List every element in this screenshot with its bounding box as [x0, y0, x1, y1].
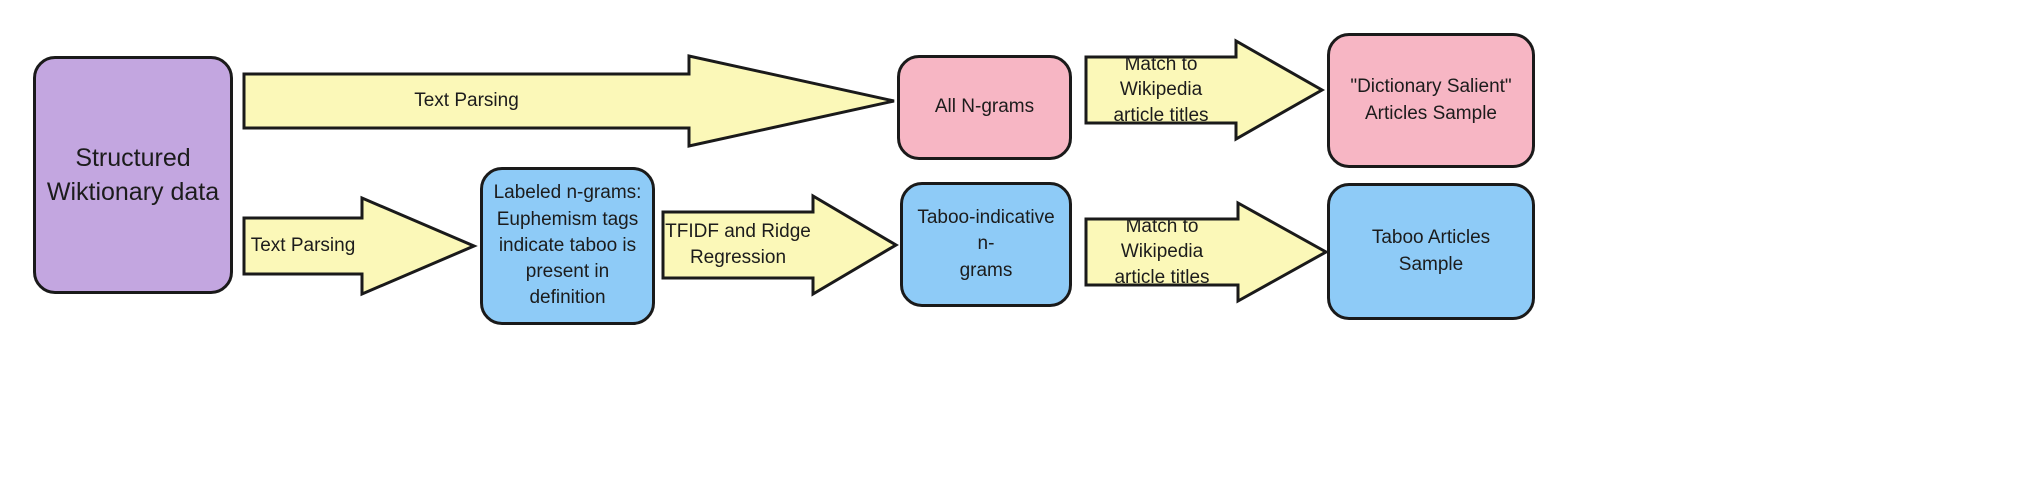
node-taboo-articles-sample: Taboo Articles Sample: [1327, 183, 1535, 320]
arrow-shape: [242, 195, 478, 297]
arrow-text-parsing-bottom: Text Parsing: [242, 195, 478, 297]
arrow-shape: [1084, 200, 1330, 304]
arrow-polygon: [1084, 38, 1326, 142]
arrow-polygon: [661, 193, 899, 297]
arrow-match-to-wikipedia-top: Match to Wikipedia article titles: [1084, 38, 1326, 142]
arrow-polygon: [1084, 200, 1330, 304]
arrow-shape: [1084, 38, 1326, 142]
node-label: Labeled n-grams: Euphemism tags indicate…: [493, 182, 642, 309]
node-all-n-grams: All N-grams: [897, 55, 1072, 160]
node-label: Taboo Articles Sample: [1371, 227, 1491, 275]
node-dictionary-salient-articles-sample: "Dictionary Salient" Articles Sample: [1327, 33, 1535, 168]
node-label: "Dictionary Salient" Articles Sample: [1350, 76, 1512, 124]
node-label: Structured Wiktionary data: [46, 143, 220, 207]
arrow-shape: [661, 193, 899, 297]
node-label: Taboo-indicative n- grams: [917, 207, 1055, 281]
arrow-polygon: [242, 195, 478, 297]
arrow-tfidf-and-ridge-regression: TFIDF and Ridge Regression: [661, 193, 899, 297]
node-structured-wiktionary-data: Structured Wiktionary data: [33, 56, 233, 294]
node-taboo-indicative-n-grams: Taboo-indicative n- grams: [900, 182, 1072, 307]
node-label: All N-grams: [934, 96, 1035, 118]
arrow-shape: [242, 54, 895, 148]
node-labeled-n-grams: Labeled n-grams: Euphemism tags indicate…: [480, 167, 655, 325]
arrow-polygon: [242, 54, 895, 148]
arrow-match-to-wikipedia-bottom: Match to Wikipedia article titles: [1084, 200, 1330, 304]
arrow-text-parsing-top: Text Parsing: [242, 54, 895, 148]
